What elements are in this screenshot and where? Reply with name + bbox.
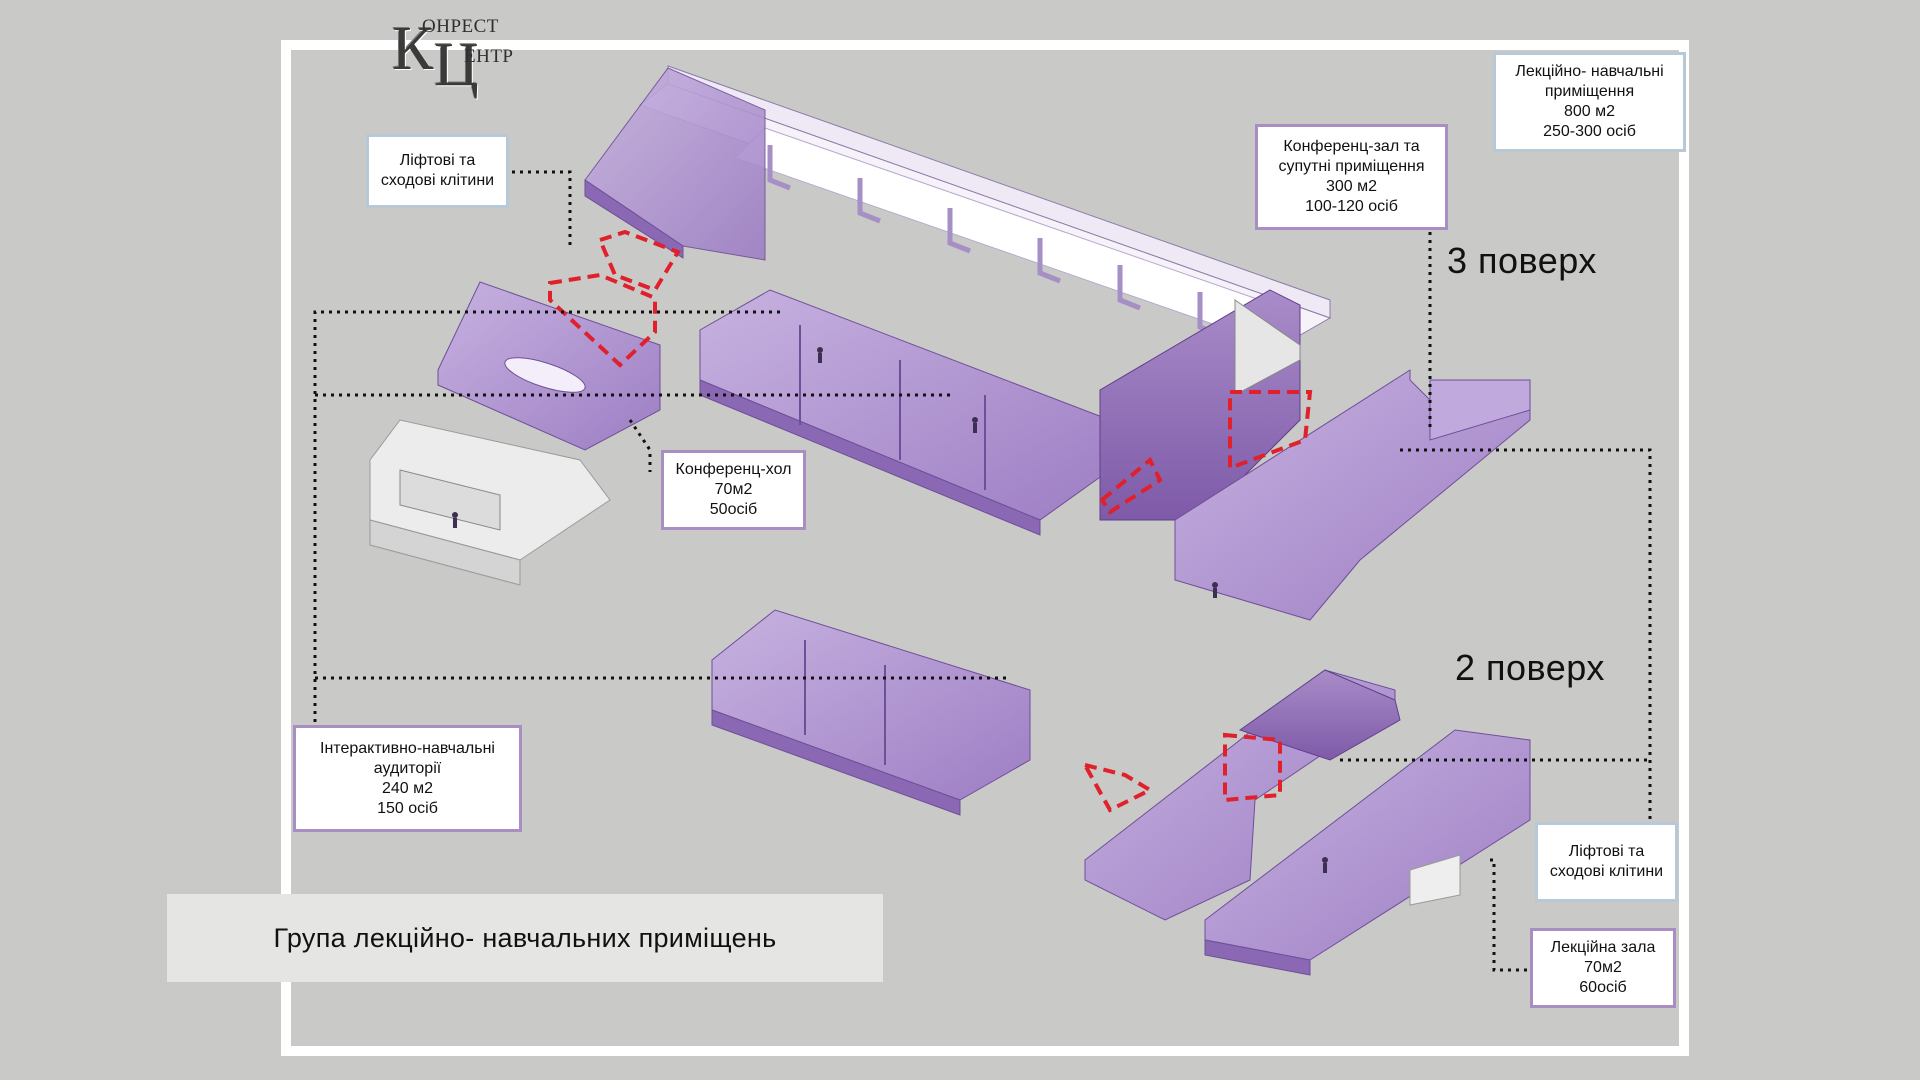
label-lift-stairs-bottom: Ліфтові та сходові клітини — [1535, 822, 1678, 902]
third-floor-plan — [369, 65, 1531, 621]
label-line: 70м2 — [714, 481, 753, 498]
diagram-caption: Група лекційно- навчальних приміщень — [167, 894, 883, 982]
label-line: 150 осіб — [377, 799, 438, 817]
label-line: 70м2 — [1584, 959, 1622, 976]
label-line: Інтерактивно-навчальні — [320, 739, 495, 757]
diagram-frame — [281, 40, 1689, 1056]
label-line: 100-120 осіб — [1305, 198, 1398, 215]
stair-lift-highlights — [548, 229, 1313, 813]
label-line: Лекційна зала — [1550, 939, 1656, 956]
floor-title-second: 2 поверх — [1455, 647, 1605, 688]
label-conference-foyer: Конференц-хол 70м2 50осіб — [661, 450, 806, 530]
label-line: 250-300 осіб — [1543, 123, 1636, 140]
label-lift-stairs-top: Ліфтові та сходові клітини — [366, 134, 509, 208]
label-line: Ліфтові та — [1568, 843, 1645, 860]
label-line: 50осіб — [709, 501, 758, 518]
label-line: супутні приміщення — [1278, 158, 1425, 175]
label-conference-hall: Конференц-зал та супутні приміщення 300 … — [1255, 124, 1448, 230]
label-line: сходові клітини — [380, 172, 495, 189]
logo-letter-k: К — [392, 15, 433, 83]
label-lecture-premises-total: Лекційно- навчальні приміщення 800 м2 25… — [1493, 52, 1686, 152]
label-line: 240 м2 — [381, 779, 434, 797]
logo-word-top: ОНРЕСТ — [422, 16, 499, 37]
leader-lines — [313, 170, 1652, 972]
label-interactive-classrooms: Інтерактивно-навчальні аудиторії 240 м2 … — [293, 725, 522, 832]
label-line: Конференц-зал та — [1283, 138, 1420, 155]
floor-title-third: 3 поверх — [1447, 240, 1597, 281]
label-line: Ліфтові та — [399, 152, 476, 169]
second-floor-plan — [711, 609, 1531, 976]
label-line: 800 м2 — [1563, 103, 1616, 120]
label-line: Лекційно- навчальні — [1515, 63, 1664, 80]
people-markers — [452, 347, 1328, 873]
logo-letter-ts: Ц — [434, 31, 479, 99]
label-line: аудиторії — [373, 759, 442, 777]
label-line: 60осіб — [1579, 979, 1627, 996]
label-lecture-hall: Лекційна зала 70м2 60осіб — [1530, 928, 1676, 1008]
label-line: 300 м2 — [1325, 178, 1378, 195]
kongres-centr-logo: К Ц ОНРЕСТ ЕНТР — [392, 14, 542, 104]
logo-word-bottom: ЕНТР — [464, 46, 514, 67]
label-line: приміщення — [1544, 83, 1635, 100]
label-line: сходові клітини — [1549, 863, 1664, 880]
label-line: Конференц-хол — [675, 461, 792, 478]
